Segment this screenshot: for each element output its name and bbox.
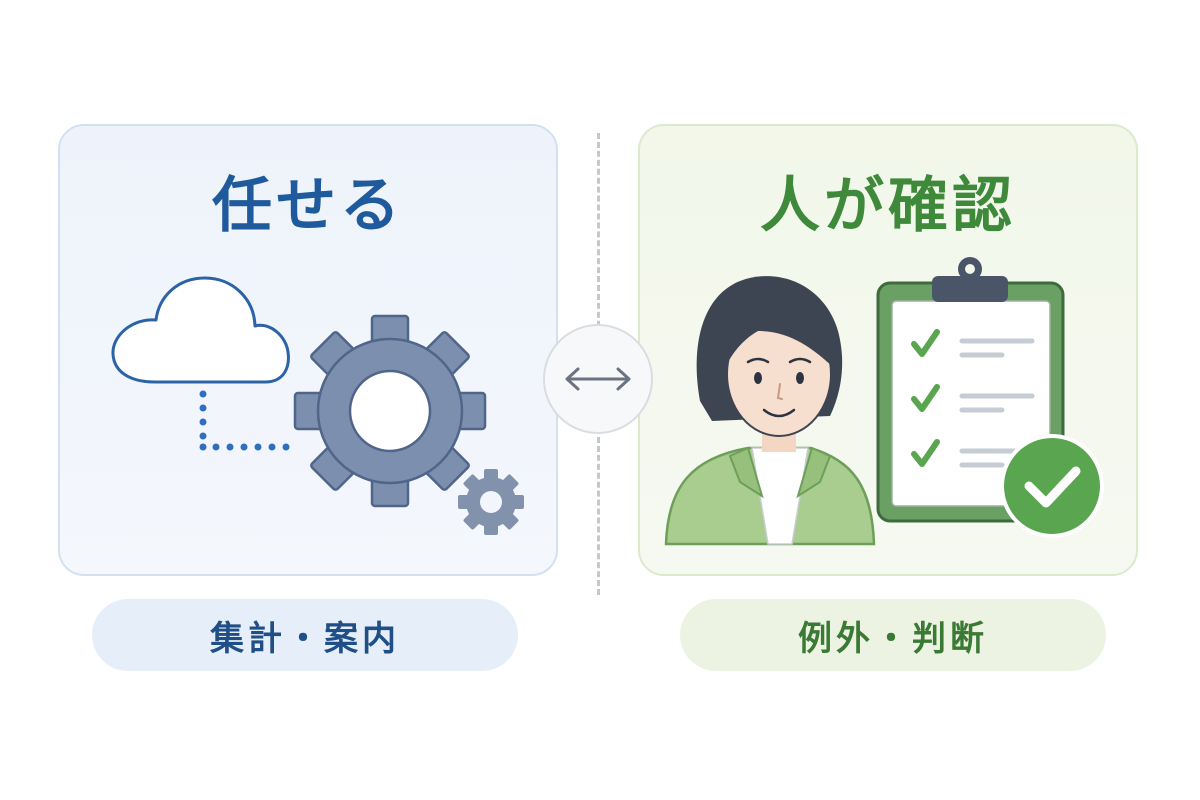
cloud-icon (111, 276, 290, 384)
check-badge-icon (1000, 434, 1104, 538)
human-review-title: 人が確認 (760, 171, 1016, 241)
human-review-panel: 人が確認 (638, 124, 1138, 576)
left-right-arrow-icon (565, 367, 631, 391)
human-review-illustration (664, 257, 1104, 546)
automation-panel: 任せる (58, 124, 558, 576)
automation-title: 任せる (212, 171, 404, 241)
connector-dots (199, 390, 290, 451)
swap-button[interactable] (543, 324, 653, 434)
automation-caption: 集計・案内 (92, 599, 518, 671)
gear-icon (293, 314, 487, 508)
human-review-caption: 例外・判断 (680, 599, 1106, 671)
automation-illustration (111, 276, 524, 535)
small-gear-icon (458, 469, 524, 535)
person-icon (664, 276, 876, 546)
